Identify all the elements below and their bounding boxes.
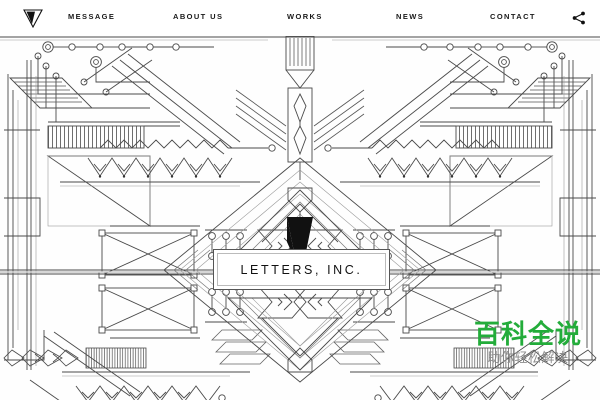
- nav-item-works[interactable]: WORKS: [287, 12, 323, 21]
- site-header: MESSAGE ABOUT US WORKS NEWS CONTACT: [0, 0, 600, 36]
- decorative-line-art: [0, 35, 600, 400]
- v-logo-icon[interactable]: [22, 8, 44, 28]
- main-navigation: MESSAGE ABOUT US WORKS NEWS CONTACT: [0, 0, 600, 36]
- brand-plate: LETTERS, INC.: [213, 249, 390, 290]
- share-icon[interactable]: [572, 11, 586, 25]
- nav-item-news[interactable]: NEWS: [396, 12, 425, 21]
- nav-item-about-us[interactable]: ABOUT US: [173, 12, 224, 21]
- nav-item-message[interactable]: MESSAGE: [68, 12, 116, 21]
- nav-item-contact[interactable]: CONTACT: [490, 12, 536, 21]
- brand-name: LETTERS, INC.: [240, 262, 363, 277]
